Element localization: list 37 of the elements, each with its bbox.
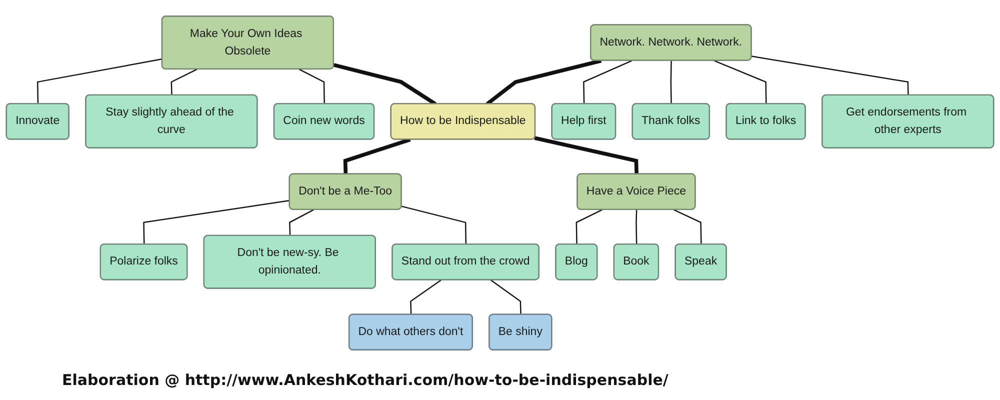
topic-box: Book [613,243,660,280]
connector [486,58,602,106]
topic-box: Make Your Own Ideas Obsolete [161,16,334,70]
topic-box: Don't be new-sy. Be opinionated. [203,234,376,289]
topic-box: Innovate [6,103,70,140]
connector [36,58,162,104]
connector [670,60,672,104]
connector [583,60,632,104]
connector [143,200,290,244]
connector [401,206,467,244]
topic-box: Link to folks [726,103,806,140]
topic-box: Thank folks [632,103,710,140]
topic-box: How to be Indispensable [390,103,536,140]
topic-box: Help first [551,103,616,140]
topic-box: Speak [674,243,727,280]
topic-box: Be shiny [488,314,552,350]
topic-box: Coin new words [273,103,375,140]
caption: Elaboration @ http://www.AnkeshKothari.com/how-to-be-indispensable/ [62,371,668,389]
topic-box: Network. Network. Network. [590,24,752,61]
topic-box: Have a Voice Piece [576,173,696,210]
topic-box: Stand out from the crowd [392,243,540,280]
topic-box: Don't be a Me-Too [288,173,402,210]
connector [170,68,198,96]
topic-box: Polarize folks [100,243,188,280]
connector [752,56,909,96]
connector [410,280,442,315]
connector [343,138,411,174]
topic-box: Get endorsements from other experts [822,94,994,148]
connector [333,63,436,106]
topic-box: Blog [555,243,598,280]
connector [534,136,638,174]
topic-box: Do what others don't [348,314,473,350]
connector [636,210,638,244]
connector [714,60,767,104]
connector [289,209,314,236]
topic-box: Stay slightly ahead of the curve [85,94,258,148]
connector [490,280,522,315]
